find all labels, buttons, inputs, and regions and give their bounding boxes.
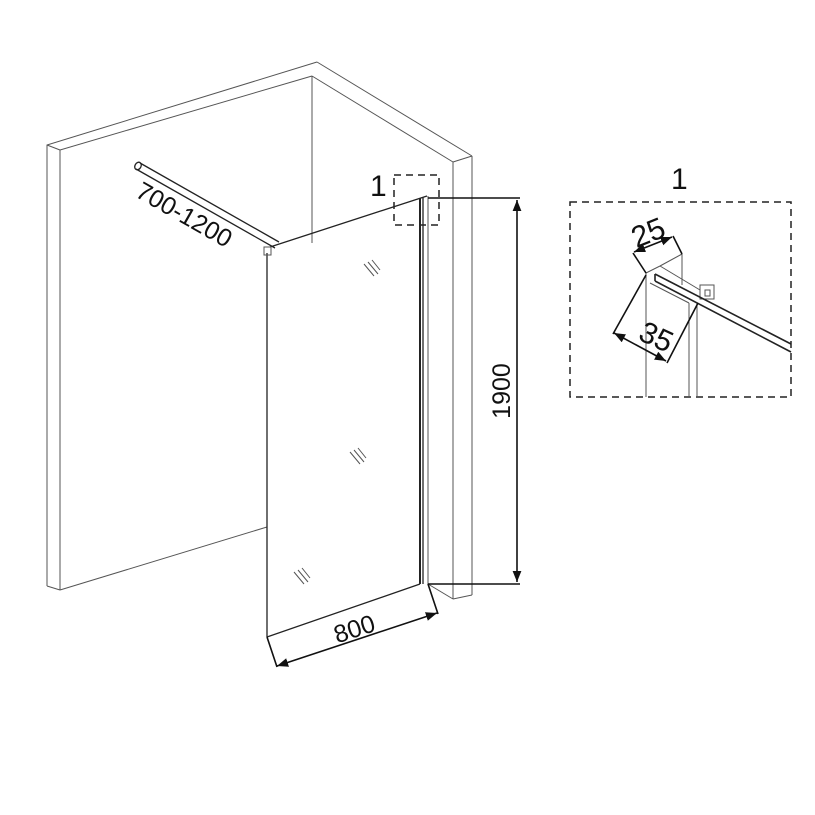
glass-panel bbox=[263, 195, 429, 638]
glass-reflection-marks bbox=[293, 259, 381, 585]
rod-bracket bbox=[263, 246, 272, 256]
stabilizer-rod bbox=[134, 161, 280, 249]
height-dimension bbox=[428, 197, 522, 585]
detail-title: 1 bbox=[671, 163, 688, 196]
detail-box bbox=[569, 201, 792, 398]
width-label: 800 bbox=[330, 610, 378, 650]
width-dimension bbox=[266, 583, 439, 668]
detail-rod bbox=[654, 273, 792, 353]
height-label: 1900 bbox=[488, 363, 516, 419]
detail-width-label: 25 bbox=[627, 212, 670, 255]
detail-marker-label: 1 bbox=[370, 170, 387, 203]
detail-width-dimension bbox=[632, 235, 683, 274]
right-wall bbox=[311, 61, 473, 600]
left-wall bbox=[46, 61, 318, 591]
detail-depth-dimension bbox=[612, 274, 699, 364]
